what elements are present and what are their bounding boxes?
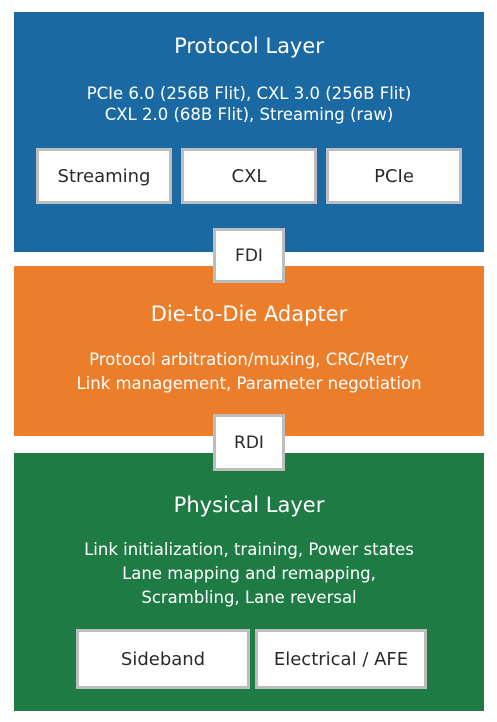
physical-desc-line2: Lane mapping and remapping, (122, 564, 376, 583)
rdi-interface-box: RDI (213, 414, 285, 471)
sideband-box: Sideband (76, 629, 250, 689)
protocol-layer-desc-line2: CXL 2.0 (68B Flit), Streaming (raw) (104, 105, 394, 124)
protocol-layer-title: Protocol Layer (174, 34, 324, 58)
streaming-box: Streaming (36, 148, 172, 204)
die-to-die-adapter-block: Die-to-Die Adapter Protocol arbitration/… (14, 266, 484, 436)
fdi-interface-box: FDI (213, 228, 285, 283)
physical-desc-line3: Scrambling, Lane reversal (141, 588, 357, 607)
protocol-layer-block: Protocol Layer PCIe 6.0 (256B Flit), CXL… (14, 12, 484, 252)
pcie-box: PCIe (326, 148, 462, 204)
adapter-title: Die-to-Die Adapter (150, 302, 348, 326)
physical-layer-title: Physical Layer (173, 493, 325, 517)
adapter-desc-line2: Link management, Parameter negotiation (76, 374, 422, 393)
protocol-layer-desc-line1: PCIe 6.0 (256B Flit), CXL 3.0 (256B Flit… (86, 84, 412, 103)
cxl-box: CXL (181, 148, 317, 204)
adapter-desc-line1: Protocol arbitration/muxing, CRC/Retry (89, 350, 409, 369)
electrical-afe-box: Electrical / AFE (255, 629, 427, 689)
physical-layer-block: Physical Layer Link initialization, trai… (14, 453, 484, 711)
physical-desc-line1: Link initialization, training, Power sta… (84, 540, 414, 559)
